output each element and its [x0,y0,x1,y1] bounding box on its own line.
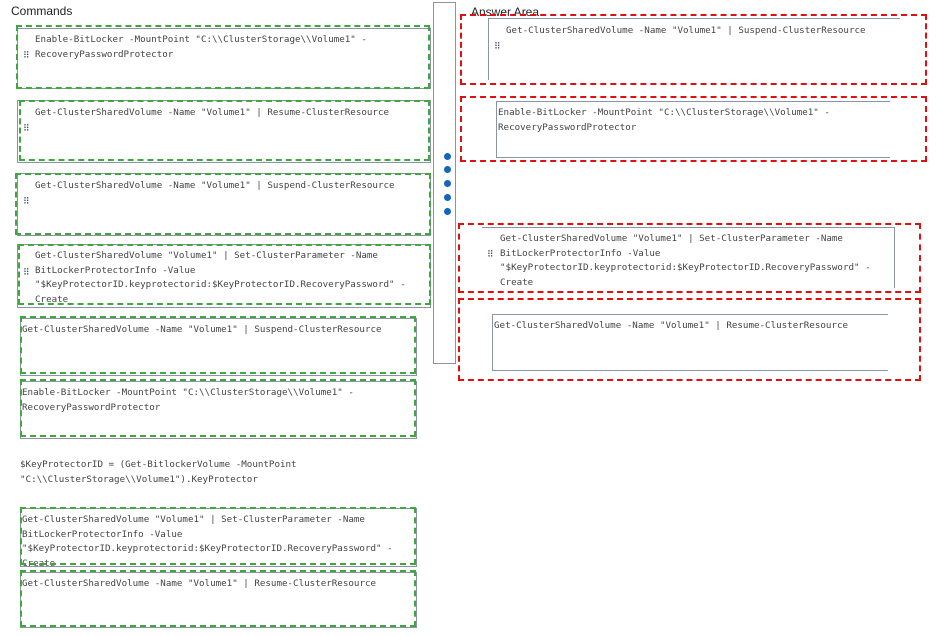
answer-item[interactable]: Get-ClusterSharedVolume -Name "Volume1" … [492,314,888,371]
command-item[interactable]: Enable-BitLocker -MountPoint "C:\\Cluste… [20,381,417,439]
answer-area-heading: Answer Area [471,5,540,19]
answer-item[interactable]: ⠿Get-ClusterSharedVolume "Volume1" | Set… [482,227,895,288]
command-item[interactable]: $KeyProtectorID = (Get-BitlockerVolume -… [20,459,297,485]
drag-handle-icon[interactable]: ⠿ [23,123,30,134]
drag-handle-icon[interactable]: ⠿ [487,250,494,260]
drag-handle-icon[interactable]: ⠿ [23,50,30,61]
command-item[interactable]: Get-ClusterSharedVolume "Volume1" | Set-… [20,508,417,569]
reorder-dot-icon [444,180,451,187]
reorder-dot-icon [444,194,451,201]
commands-heading: Commands [11,4,73,18]
command-item[interactable]: Get-ClusterSharedVolume -Name "Volume1" … [20,572,417,628]
command-item[interactable]: ⠿Get-ClusterSharedVolume -Name "Volume1"… [17,173,431,236]
drag-handle-icon[interactable]: ⠿ [23,268,30,278]
drag-handle-icon[interactable]: ⠿ [494,41,501,52]
command-item[interactable]: Get-ClusterSharedVolume -Name "Volume1" … [20,318,417,376]
command-item[interactable]: ⠿Get-ClusterSharedVolume "Volume1" | Set… [17,244,431,308]
reorder-dot-icon [444,153,451,160]
reorder-dot-icon [444,208,451,215]
drag-handle-icon[interactable]: ⠿ [23,196,30,207]
command-item[interactable]: ⠿Enable-BitLocker -MountPoint "C:\\Clust… [17,28,431,89]
answer-item[interactable]: Enable-BitLocker -MountPoint "C:\\Cluste… [496,101,890,158]
answer-item[interactable]: ⠿Get-ClusterSharedVolume -Name "Volume1"… [488,18,900,80]
reorder-dot-icon [444,166,451,173]
command-item[interactable]: ⠿Get-ClusterSharedVolume -Name "Volume1"… [17,100,431,163]
